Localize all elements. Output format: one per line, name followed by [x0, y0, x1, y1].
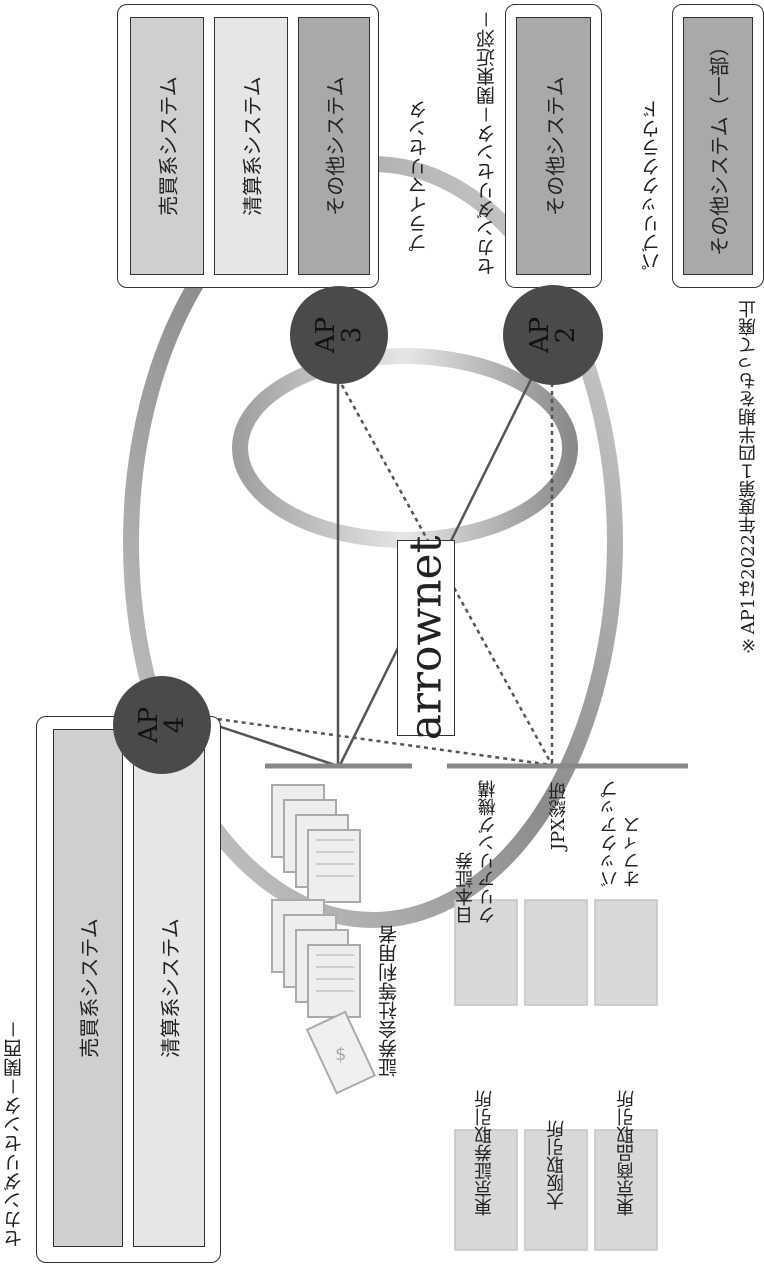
secondary-kanto-title: セカンダリセンタ－関東近郊－ [476, 10, 498, 277]
secondary-kansai-group: 売買系システム 清算系システム [36, 716, 221, 1263]
primary-clearing-system: 清算系システム [214, 17, 288, 275]
primary-trading-system: 売買系システム [130, 17, 204, 275]
arrownet-inner-ring [232, 348, 578, 548]
primary-other-system: その他システム [298, 17, 370, 275]
facility-building-icons [454, 899, 658, 1251]
kanto-other-system: その他システム [516, 17, 591, 275]
kansai-trading-system: 売買系システム [53, 729, 123, 1247]
ap4-node: AP 4 [113, 676, 211, 774]
ap3-node: AP 3 [290, 286, 388, 384]
primary-center-title: プライマリセンタ [408, 100, 430, 252]
primary-center-group: 売買系システム 清算系システム その他システム [117, 4, 379, 288]
public-cloud-title: パブリッククラウド [641, 100, 663, 271]
arrownet-label-box: arrownet [397, 536, 455, 740]
public-cloud-group: その他システム（一部） [672, 4, 764, 288]
secondary-kanto-group: その他システム [505, 4, 602, 288]
users-label: 証券会社等利用者 [378, 925, 400, 1077]
kansai-clearing-system: 清算系システム [133, 729, 205, 1247]
svg-text:$: $ [335, 1044, 346, 1065]
secondary-kansai-title: セカンダリセンタ－関西－ [3, 1020, 25, 1249]
users-building-icon [271, 784, 361, 1018]
dotted-links [209, 335, 554, 767]
solid-links [184, 334, 555, 767]
money-icon: $ [305, 1010, 377, 1095]
cloud-other-system: その他システム（一部） [683, 17, 753, 275]
ap2-node: AP 2 [503, 285, 603, 385]
footnote: ※AP1は2022年度第１四半期をもって廃止 [738, 300, 759, 656]
